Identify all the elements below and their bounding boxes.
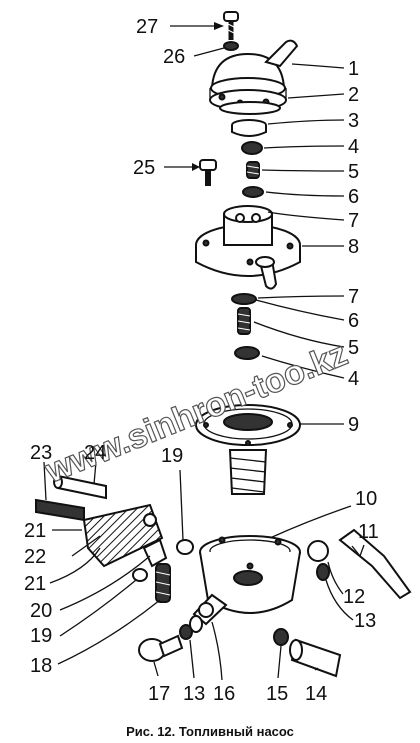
part-hand-lever	[338, 528, 412, 600]
part-lower-body	[192, 535, 301, 626]
part-screw-left	[199, 159, 217, 186]
label-25: 25	[133, 157, 155, 179]
label-5-bottom: 5	[348, 337, 359, 359]
label-4-bottom: 4	[348, 368, 359, 390]
label-6-top: 6	[348, 186, 359, 208]
label-13-right: 13	[354, 610, 376, 632]
label-16: 16	[213, 683, 235, 705]
part-shaft	[289, 638, 342, 678]
part-washer-15	[273, 628, 289, 646]
figure-caption: Рис. 12. Топливный насос	[126, 724, 294, 739]
label-12: 12	[343, 586, 365, 608]
label-15: 15	[266, 683, 288, 705]
part-spring-bottom	[237, 307, 251, 335]
label-23: 23	[30, 442, 52, 464]
part-rod-and-lever-housing	[35, 474, 164, 568]
label-11: 11	[358, 521, 379, 543]
label-19-top: 19	[161, 445, 183, 467]
label-27: 27	[136, 16, 158, 38]
part-washer-7-bottom	[231, 293, 257, 305]
part-washer-top	[223, 41, 239, 51]
label-9: 9	[348, 414, 359, 436]
label-1: 1	[348, 58, 359, 80]
part-washer-13-left	[179, 624, 193, 640]
part-upper-body	[195, 205, 301, 290]
part-lever-spring	[307, 540, 329, 562]
part-bushing-left	[132, 568, 148, 582]
label-5-top: 5	[348, 161, 359, 183]
part-lever	[142, 538, 168, 568]
label-2: 2	[348, 84, 359, 106]
part-bushing-right	[176, 539, 194, 555]
label-21-bottom: 21	[24, 573, 46, 595]
label-3: 3	[348, 110, 359, 132]
label-19-bottom: 19	[30, 625, 52, 647]
part-washer-6-top	[242, 186, 264, 198]
part-valve-bottom	[234, 346, 260, 360]
part-spring-lever	[155, 563, 171, 603]
part-gasket	[219, 101, 281, 115]
label-10: 10	[355, 488, 377, 510]
label-7-top: 7	[348, 210, 359, 232]
label-22: 22	[24, 546, 46, 568]
label-20: 20	[30, 600, 52, 622]
label-13-left: 13	[183, 683, 205, 705]
label-26: 26	[163, 46, 185, 68]
label-14: 14	[305, 683, 327, 705]
label-7-bottom: 7	[348, 286, 359, 308]
watermark: www.sinhron-too.kz	[39, 335, 352, 491]
part-valve-top	[241, 141, 263, 155]
part-diaphragm	[195, 404, 301, 495]
part-plunger	[138, 634, 184, 662]
label-8: 8	[348, 236, 359, 258]
label-6-bottom: 6	[348, 310, 359, 332]
label-4-top: 4	[348, 136, 359, 158]
label-18: 18	[30, 655, 52, 677]
parts-drawing	[35, 11, 412, 678]
part-labels: 27 26 25 1 2 3 4 5 6 7 8 7 6 5 4 9 10 11…	[24, 16, 379, 705]
leader-lines	[43, 22, 365, 681]
part-spring-top	[246, 161, 260, 179]
label-17: 17	[148, 683, 170, 705]
part-filter	[231, 119, 267, 137]
label-21-top: 21	[24, 520, 46, 542]
part-screw-top	[223, 11, 239, 40]
part-washer-13-right	[316, 563, 330, 581]
part-cover	[209, 39, 299, 111]
part-spacer-16	[189, 615, 203, 633]
label-24: 24	[84, 442, 106, 464]
